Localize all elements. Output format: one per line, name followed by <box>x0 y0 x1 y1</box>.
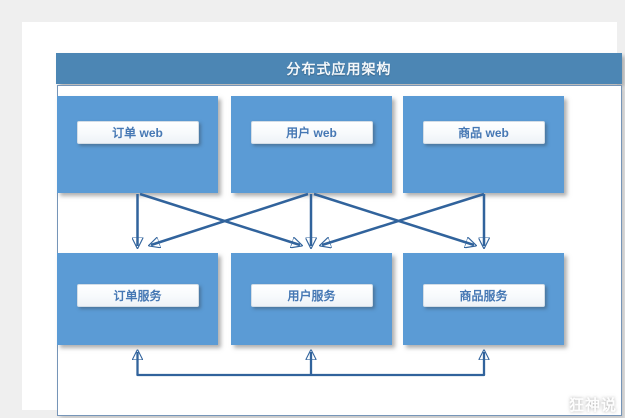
node-user-web: 用户 web <box>231 96 392 193</box>
diagram-title-bar: 分布式应用架构 <box>56 53 622 84</box>
watermark-text: 狂神说 <box>568 397 617 414</box>
node-label: 用户服务 <box>287 289 336 303</box>
node-label: 订单服务 <box>113 289 162 303</box>
node-label: 商品 web <box>458 126 509 140</box>
node-label-plaque: 用户服务 <box>250 284 373 307</box>
node-user-service: 用户服务 <box>231 253 392 345</box>
node-order-web: 订单 web <box>57 96 218 193</box>
node-order-service: 订单服务 <box>57 253 218 345</box>
node-product-web: 商品 web <box>403 96 564 193</box>
node-label: 用户 web <box>286 126 337 140</box>
node-label-plaque: 用户 web <box>250 121 373 144</box>
white-panel: 分布式应用架构 <box>22 22 622 416</box>
node-label-plaque: 商品 web <box>422 121 545 144</box>
node-label-plaque: 订单 web <box>76 121 199 144</box>
node-label: 商品服务 <box>459 289 508 303</box>
node-label-plaque: 商品服务 <box>422 284 545 307</box>
kuangshen-logo-icon <box>543 396 563 413</box>
diagram-title: 分布式应用架构 <box>286 60 392 77</box>
node-product-service: 商品服务 <box>403 253 564 345</box>
watermark: 狂神说 <box>541 394 617 415</box>
node-label-plaque: 订单服务 <box>76 284 199 307</box>
node-label: 订单 web <box>112 126 163 140</box>
